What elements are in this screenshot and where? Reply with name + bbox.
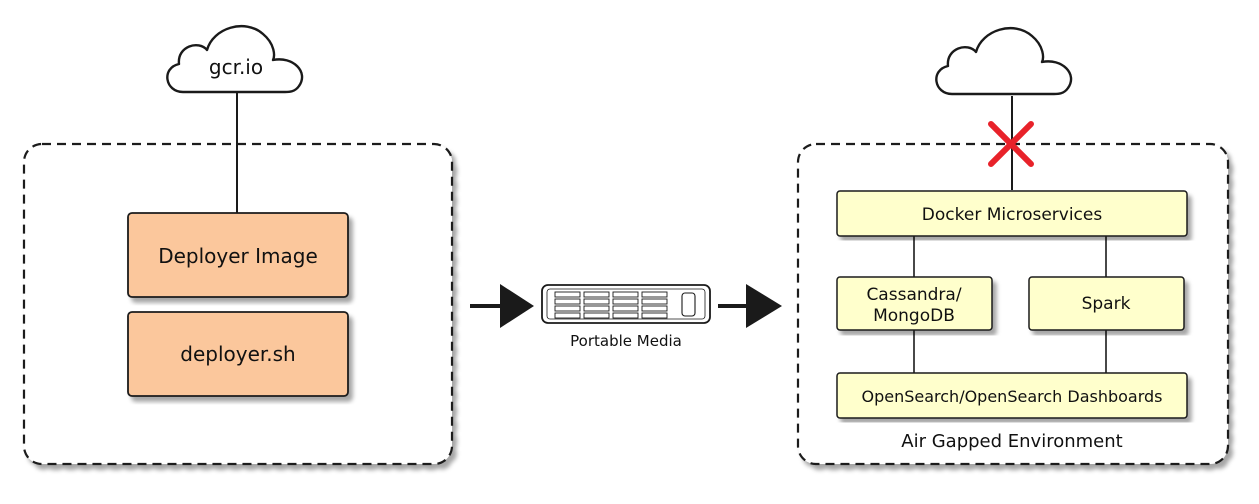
- database-label-line2: MongoDB: [873, 306, 955, 326]
- spark-box: Spark: [1028, 276, 1185, 331]
- arrow-to-media-icon: [470, 284, 534, 328]
- arrow-to-target-icon: [718, 284, 782, 328]
- server-drive-icon: [541, 284, 711, 324]
- air-gapped-environment-label: Air Gapped Environment: [901, 431, 1122, 452]
- database-box: Cassandra/ MongoDB: [836, 276, 993, 331]
- spark-label: Spark: [1082, 294, 1131, 314]
- deployer-script-box: deployer.sh: [127, 311, 349, 397]
- cloud-icon: [166, 24, 304, 94]
- docker-microservices-label: Docker Microservices: [922, 205, 1103, 225]
- deployer-image-label: Deployer Image: [158, 244, 318, 268]
- opensearch-box: OpenSearch/OpenSearch Dashboards: [836, 372, 1188, 419]
- cloud-icon: [935, 26, 1073, 96]
- deployer-image-box: Deployer Image: [127, 212, 349, 298]
- opensearch-label: OpenSearch/OpenSearch Dashboards: [861, 387, 1162, 406]
- docker-microservices-box: Docker Microservices: [836, 190, 1188, 237]
- deployer-script-label: deployer.sh: [180, 342, 295, 366]
- database-label-line1: Cassandra/: [866, 285, 961, 305]
- red-x-icon: [988, 121, 1034, 167]
- source-cloud-label: gcr.io: [209, 55, 263, 79]
- portable-media-label: Portable Media: [570, 332, 682, 350]
